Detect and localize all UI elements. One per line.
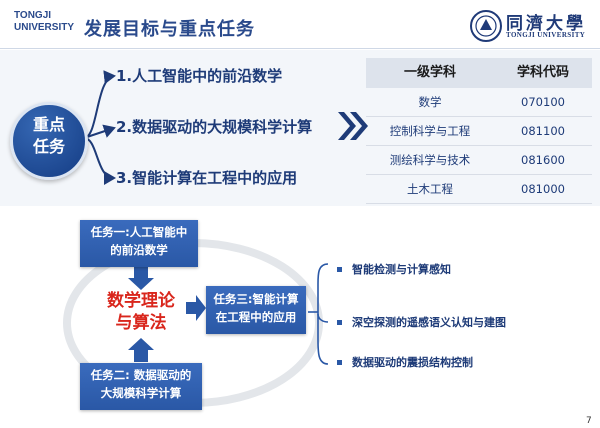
task-item-1: 1.人工智能中的前沿数学 — [116, 67, 283, 85]
application-bracket — [308, 263, 329, 365]
key-label-line2: 任务 — [32, 137, 65, 156]
page-number: 7 — [586, 416, 592, 426]
task1-line2: 的前沿数学 — [110, 243, 168, 257]
center-line1: 数学理论 — [107, 291, 175, 311]
application-item-1: 智能检测与计算感知 — [352, 263, 451, 276]
application-item-2: 深空探测的遥感语义认知与建图 — [352, 316, 506, 329]
code-cell: 081000 — [521, 182, 565, 196]
discipline-cell: 测绘科学与技术 — [389, 153, 471, 167]
task2-line1: 任务二: 数据驱动的 — [90, 368, 192, 382]
column-header-code: 学科代码 — [516, 65, 569, 80]
task2-box: 任务二: 数据驱动的 大规模科学计算 — [80, 363, 202, 410]
application-item-3: 数据驱动的震损结构控制 — [352, 356, 473, 369]
task-item-3: 3.智能计算在工程中的应用 — [116, 169, 298, 187]
bullet-square-icon — [337, 267, 342, 272]
uni-en-line2: UNIVERSITY — [14, 22, 75, 33]
logo-text-en: TONGJI UNIVERSITY — [506, 31, 586, 39]
task3-box: 任务三:智能计算 在工程中的应用 — [206, 286, 306, 334]
discipline-table: 一级学科 学科代码 数学 070100 控制科学与工程 081100 测绘科学与… — [366, 58, 592, 204]
column-header-discipline: 一级学科 — [403, 65, 456, 80]
key-tasks-label: 重点 任务 — [13, 114, 85, 158]
uni-en-line1: TONGJI — [14, 10, 52, 21]
bullet-square-icon — [337, 320, 342, 325]
task1-line1: 任务一:人工智能中 — [90, 225, 188, 239]
task1-box: 任务一:人工智能中 的前沿数学 — [80, 220, 198, 267]
table-row: 测绘科学与技术 081600 — [366, 146, 592, 175]
discipline-cell: 控制科学与工程 — [389, 124, 471, 138]
task3-line2: 在工程中的应用 — [215, 310, 297, 324]
key-tasks-badge — [10, 102, 88, 180]
bullet-square-icon — [337, 360, 342, 365]
task3-line1: 任务三:智能计算 — [213, 292, 299, 306]
code-cell: 070100 — [521, 95, 565, 109]
center-line2: 与算法 — [115, 313, 167, 333]
discipline-cell: 土木工程 — [407, 182, 453, 196]
university-name-en: TONGJI UNIVERSITY — [14, 10, 74, 34]
table-row: 控制科学与工程 081100 — [366, 117, 592, 146]
double-chevron-right-icon — [338, 112, 368, 140]
slide-title: 发展目标与重点任务 — [84, 19, 255, 40]
table-row: 土木工程 081000 — [366, 175, 592, 204]
table-header: 一级学科 学科代码 — [366, 58, 592, 88]
logo-text-cn: 同濟大學 — [506, 14, 586, 34]
code-cell: 081100 — [521, 124, 565, 138]
task2-line2: 大规模科学计算 — [100, 386, 182, 400]
math-theory-center: 数学理论 与算法 — [86, 290, 196, 334]
university-seal-icon — [470, 10, 502, 42]
code-cell: 081600 — [521, 153, 565, 167]
header-divider — [0, 48, 600, 49]
table-row: 数学 070100 — [366, 88, 592, 117]
discipline-cell: 数学 — [418, 95, 442, 109]
key-label-line1: 重点 — [32, 115, 65, 134]
diagram-arrows — [128, 264, 206, 362]
task-item-2: 2.数据驱动的大规模科学计算 — [116, 118, 313, 136]
